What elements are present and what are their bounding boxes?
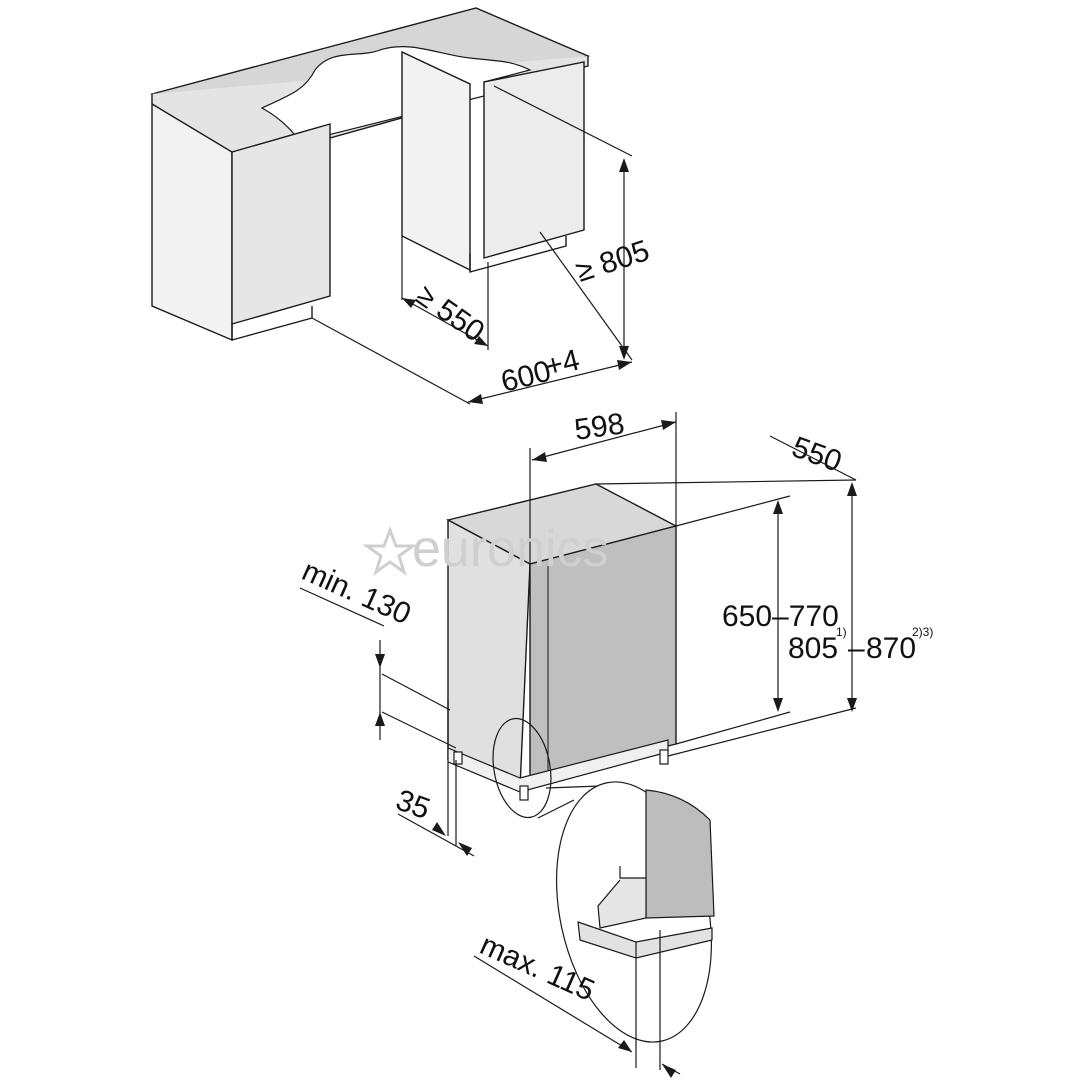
overall-height-dash: – xyxy=(848,632,865,665)
overall-height-max-note: 2)3) xyxy=(912,625,933,639)
appliance-width-dimension: 598 xyxy=(529,407,677,564)
appliance-foot xyxy=(659,749,669,765)
niche-depth-dimension: ≥ 550 xyxy=(401,279,490,349)
appliance-depth-dimension: 550 xyxy=(595,431,857,485)
niche-width-tolerance: +4 xyxy=(542,343,583,383)
niche-width-dimension: 600 +4 xyxy=(467,343,633,404)
appliance-foot xyxy=(519,785,529,801)
plinth-depth-label: 35 xyxy=(392,784,435,826)
right-cabinet-front xyxy=(483,61,585,259)
niche-cabinets xyxy=(150,7,633,405)
appliance-foot xyxy=(453,751,463,765)
overall-height-min-note: 1) xyxy=(836,625,847,639)
niche-height-label: ≥ 805 xyxy=(572,234,653,289)
appliance-depth-label: 550 xyxy=(788,431,846,479)
door-height-dimension: 650–770 xyxy=(675,495,839,745)
watermark: euronics xyxy=(362,520,609,578)
detail-marker-circle xyxy=(492,717,552,819)
appliance-width-label: 598 xyxy=(572,407,626,447)
overall-height-dimension: 805 1) – 870 2)3) xyxy=(667,482,933,757)
plinth-min-label: min. 130 xyxy=(297,554,416,631)
detail-magnified xyxy=(537,781,715,1070)
door-height-label: 650–770 xyxy=(722,600,839,633)
niche-depth-label: ≥ 550 xyxy=(410,279,490,349)
appliance xyxy=(446,483,678,819)
overall-height-max-label: 870 xyxy=(866,632,916,665)
left-cabinet-plinth xyxy=(231,306,313,341)
right-cabinet-side xyxy=(401,50,471,272)
detail-door-edge xyxy=(645,789,715,919)
left-cabinet-side xyxy=(231,123,331,325)
detail-side-edge xyxy=(597,866,647,929)
star-icon xyxy=(362,525,418,576)
overall-height-min-label: 805 xyxy=(788,632,838,665)
plinth-min-dimension: min. 130 xyxy=(297,554,457,749)
appliance-base xyxy=(447,739,669,793)
watermark-text: euronics xyxy=(412,520,609,578)
right-cabinet-plinth xyxy=(469,236,567,273)
